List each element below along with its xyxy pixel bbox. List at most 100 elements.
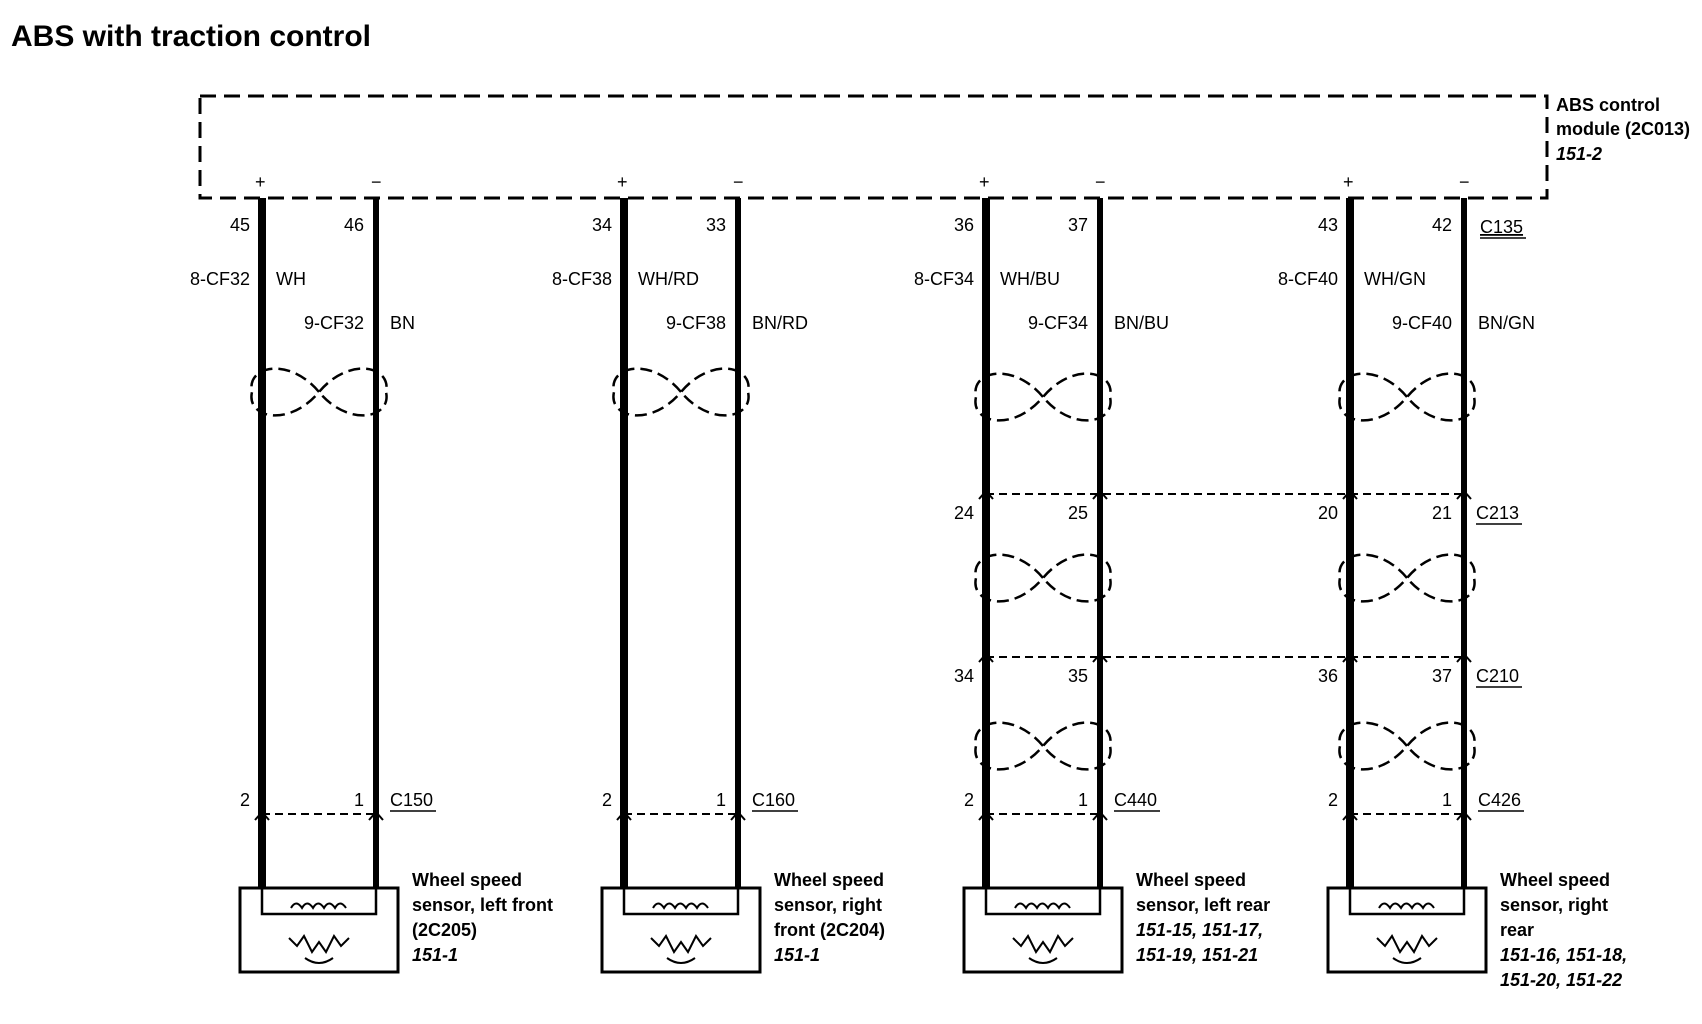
- sensor-pin-negative: 1: [1078, 790, 1088, 810]
- inline-pin-negative: 37: [1432, 666, 1452, 686]
- twisted-pair-icon: [1338, 721, 1476, 771]
- sensor-ref-line: 151-19, 151-21: [1136, 945, 1258, 965]
- twisted-pair-icon: [1338, 553, 1476, 603]
- pin-negative: 37: [1068, 215, 1088, 235]
- minus-mark: −: [371, 172, 382, 192]
- inline-pin-negative: 35: [1068, 666, 1088, 686]
- abs-module-ref: 151-2: [1556, 144, 1602, 164]
- sensor-connector-label: C160: [752, 790, 795, 810]
- sensor-pin-positive: 2: [964, 790, 974, 810]
- wheel-speed-sensor-box: [600, 886, 762, 974]
- circuit-positive: 8-CF32: [190, 269, 250, 289]
- pin-positive: 34: [592, 215, 612, 235]
- sensor-label-line: front (2C204): [774, 920, 885, 940]
- abs-module-label: ABS control module (2C013) 151-2: [1556, 95, 1690, 164]
- color-positive: WH/GN: [1364, 269, 1426, 289]
- sensor-ref-line: 151-20, 151-22: [1500, 970, 1622, 990]
- color-positive: WH: [276, 269, 306, 289]
- twisted-pair-icon: [250, 367, 388, 417]
- sensor-label-line: Wheel speed: [1500, 870, 1610, 890]
- pin-negative: 42: [1432, 215, 1452, 235]
- connector-arrow-icon: [1456, 810, 1472, 821]
- sensor-label-line: (2C205): [412, 920, 477, 940]
- wheel-speed-sensor-box: [962, 886, 1124, 974]
- pin-negative: 33: [706, 215, 726, 235]
- sensor-label-line: sensor, right: [1500, 895, 1608, 915]
- connector-arrow-icon: [616, 810, 632, 821]
- color-negative: BN/BU: [1114, 313, 1169, 333]
- sensor-pin-positive: 2: [602, 790, 612, 810]
- color-positive: WH/RD: [638, 269, 699, 289]
- inline-connector-label: C210: [1476, 666, 1519, 686]
- sensor-inner-frame: [622, 888, 740, 916]
- twisted-pair-icon: [1338, 372, 1476, 422]
- minus-mark: −: [1095, 172, 1106, 192]
- circuit-negative: 9-CF38: [666, 313, 726, 333]
- sensor-pin-negative: 1: [716, 790, 726, 810]
- connector-arrow-icon: [978, 652, 994, 663]
- connector-arrow-icon: [978, 810, 994, 821]
- abs-module-name-line1: ABS control: [1556, 95, 1660, 115]
- twisted-pair-icon: [974, 553, 1112, 603]
- sensor-pin-positive: 2: [240, 790, 250, 810]
- sensor-pin-negative: 1: [1442, 790, 1452, 810]
- plus-mark: +: [1343, 172, 1354, 192]
- circuit-negative: 9-CF34: [1028, 313, 1088, 333]
- sensor-label-line: sensor, left rear: [1136, 895, 1270, 915]
- color-negative: BN: [390, 313, 415, 333]
- pin-negative: 46: [344, 215, 364, 235]
- toothed-wheel-icon: [288, 934, 350, 954]
- circuit-positive: 8-CF34: [914, 269, 974, 289]
- connector-arrow-icon: [1342, 652, 1358, 663]
- sensor-inner-frame: [984, 888, 1102, 916]
- connector-arrow-icon: [1092, 652, 1108, 663]
- connector-c135: C135: [1480, 217, 1523, 237]
- connector-arrow-icon: [730, 810, 746, 821]
- sensor-ref-line: 151-16, 151-18,: [1500, 945, 1627, 965]
- sensor-label-line: Wheel speed: [1136, 870, 1246, 890]
- toothed-wheel-icon: [650, 934, 712, 954]
- connector-arrow-icon: [1092, 810, 1108, 821]
- circuit-negative: 9-CF40: [1392, 313, 1452, 333]
- plus-mark: +: [979, 172, 990, 192]
- sensor-pin-positive: 2: [1328, 790, 1338, 810]
- sensor-label-line: sensor, left front: [412, 895, 553, 915]
- sensor-inner-frame: [1348, 888, 1466, 916]
- color-negative: BN/GN: [1478, 313, 1535, 333]
- sensor-ref-line: 151-1: [412, 945, 458, 965]
- inline-pin-positive: 20: [1318, 503, 1338, 523]
- color-negative: BN/RD: [752, 313, 808, 333]
- circuit-negative: 9-CF32: [304, 313, 364, 333]
- sensor-coil-icon: [652, 902, 709, 910]
- pin-positive: 43: [1318, 215, 1338, 235]
- inline-pin-positive: 34: [954, 666, 974, 686]
- sensor-connector-label: C150: [390, 790, 433, 810]
- connector-arrow-icon: [1092, 489, 1108, 500]
- connector-arrow-icon: [1456, 652, 1472, 663]
- twisted-pair-icon: [974, 721, 1112, 771]
- sensor-ref-line: 151-1: [774, 945, 820, 965]
- sensor-connector-label: C440: [1114, 790, 1157, 810]
- toothed-wheel-base: [1028, 957, 1058, 964]
- sensor-coil-icon: [1378, 902, 1435, 910]
- sensor-connector-label: C426: [1478, 790, 1521, 810]
- sensor-coil-icon: [1014, 902, 1071, 910]
- inline-pin-negative: 25: [1068, 503, 1088, 523]
- pin-positive: 45: [230, 215, 250, 235]
- pin-positive: 36: [954, 215, 974, 235]
- minus-mark: −: [1459, 172, 1470, 192]
- connector-arrow-icon: [1456, 489, 1472, 500]
- sensor-ref-line: 151-15, 151-17,: [1136, 920, 1263, 940]
- sensor-label-line: Wheel speed: [412, 870, 522, 890]
- toothed-wheel-icon: [1376, 934, 1438, 954]
- sensor-label-line: Wheel speed: [774, 870, 884, 890]
- connector-arrow-icon: [368, 810, 384, 821]
- abs-module-box: [198, 94, 1549, 200]
- twisted-pair-icon: [612, 367, 750, 417]
- plus-mark: +: [255, 172, 266, 192]
